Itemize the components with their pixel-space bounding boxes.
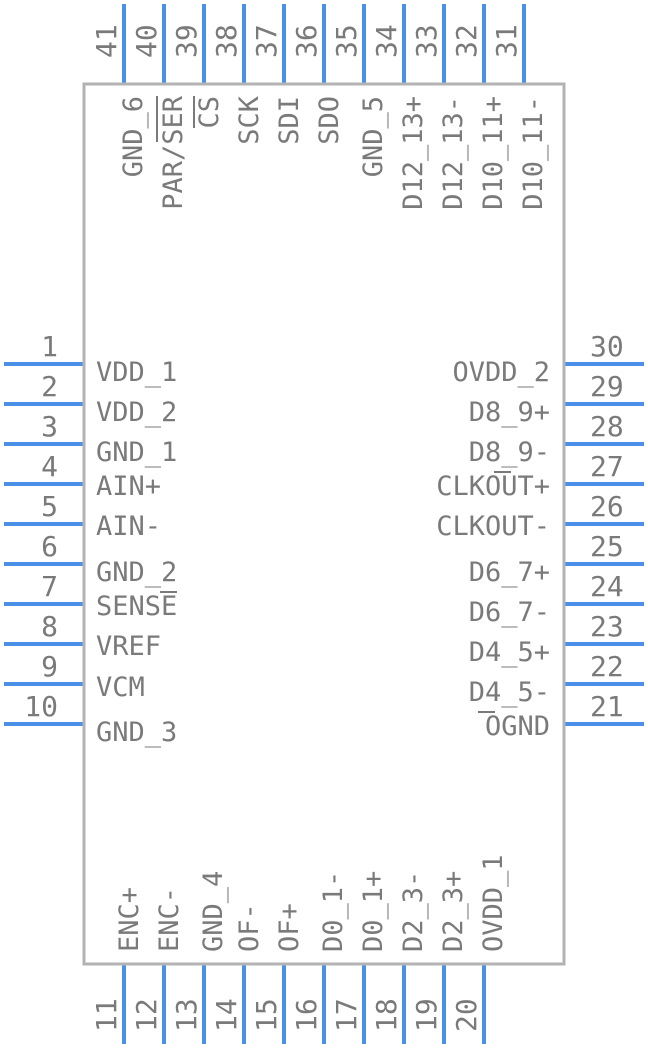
pin-number: 13: [170, 998, 203, 1032]
pin-number: 40: [130, 24, 163, 58]
pin-number: 10: [24, 690, 58, 723]
pin-label: GND_5: [358, 96, 389, 177]
pin-label: CS: [194, 96, 225, 129]
pin-number: 5: [41, 490, 58, 523]
pin-number: 36: [290, 24, 323, 58]
pin-label: D2_3+: [438, 871, 469, 952]
bottom-pin-labels: ENC+ ENC- GND_4 OF- OF+ D0_1- D0_1+ D2_3…: [114, 854, 509, 952]
pin-label: ENC+: [114, 887, 145, 952]
pin-label: PAR/SER: [158, 95, 189, 210]
pin-label: SDI: [274, 96, 305, 145]
pin-number: 38: [210, 24, 243, 58]
pin-label: D6_7+: [469, 557, 550, 588]
pin-label: OVDD_2: [452, 357, 550, 388]
pin-label: D6_7-: [469, 597, 550, 628]
pin-number: 16: [290, 998, 323, 1032]
pin-number: 3: [41, 410, 58, 443]
pin-label: CLKOUT+: [436, 471, 550, 502]
pin-number: 27: [590, 450, 624, 483]
pin-label: D8_9+: [469, 397, 550, 428]
pin-number: 31: [490, 24, 523, 58]
pin-number: 33: [410, 24, 443, 58]
pin-number: 26: [590, 490, 624, 523]
pin-number: 4: [41, 450, 58, 483]
pin-label: VCM: [96, 672, 145, 703]
pin-label: OF-: [234, 903, 265, 952]
pin-number: 12: [130, 998, 163, 1032]
pin-number: 24: [590, 570, 624, 603]
pin-number: 28: [590, 410, 624, 443]
pin-number: 17: [330, 998, 363, 1032]
pin-number: 39: [170, 24, 203, 58]
pin-number: 9: [41, 650, 58, 683]
pin-label: D4_5-: [469, 677, 550, 708]
top-pin-labels: GND_6 PAR/SER CS SCK SDI SDO GND_5 D12_1…: [118, 95, 549, 210]
pin-label: D12_13+: [398, 96, 429, 210]
pin-number: 37: [250, 24, 283, 58]
pin-label: D10_11-: [518, 96, 549, 210]
pin-number: 20: [450, 998, 483, 1032]
pin-number: 8: [41, 610, 58, 643]
top-pin-numbers: 41 40 39 38 37 36 35 34 33 32 31: [90, 24, 523, 58]
pin-number: 15: [250, 998, 283, 1032]
pin-label: GND_3: [96, 717, 177, 748]
component-body: [82, 82, 566, 966]
bottom-pin-numbers: 11 12 13 14 15 16 17 18 19 20: [90, 998, 483, 1032]
pin-number: 1: [41, 330, 58, 363]
pin-label: AIN-: [96, 511, 161, 542]
pin-number: 32: [450, 24, 483, 58]
left-pin-numbers: 1 2 3 4 5 6 7 8 9 10: [24, 330, 58, 723]
pin-label: SCK: [234, 95, 265, 145]
pin-label: D0_1+: [358, 871, 389, 952]
pin-label: OGND: [485, 711, 550, 742]
pin-number: 41: [90, 24, 123, 58]
pin-label: D12_13-: [438, 96, 469, 210]
pin-label: CLKOUT-: [436, 511, 550, 542]
pin-label: GND_6: [118, 96, 149, 177]
pin-label: VDD_2: [96, 397, 177, 428]
pin-number: 29: [590, 370, 624, 403]
right-pin-labels: OVDD_2 D8_9+ D8_9- CLKOUT+ CLKOUT- D6_7+…: [436, 357, 550, 742]
pin-lines: [4, 4, 644, 1044]
pin-number: 18: [370, 998, 403, 1032]
pin-label: OVDD_1: [478, 854, 509, 952]
pin-label: GND_4: [198, 871, 229, 952]
pin-label: AIN+: [96, 471, 161, 502]
pin-number: 22: [590, 650, 624, 683]
pin-number: 2: [41, 370, 58, 403]
pin-label: D10_11+: [478, 96, 509, 210]
pin-number: 23: [590, 610, 624, 643]
pin-label: VREF: [96, 631, 161, 662]
pin-label: SENSE: [96, 591, 177, 622]
pin-label: D8_9-: [469, 437, 550, 468]
pin-number: 34: [370, 24, 403, 58]
pin-number: 30: [590, 330, 624, 363]
pin-number: 25: [590, 530, 624, 563]
pin-number: 35: [330, 24, 363, 58]
pin-number: 11: [90, 998, 123, 1032]
pin-number: 19: [410, 998, 443, 1032]
pin-label: OF+: [274, 903, 305, 952]
right-pin-numbers: 30 29 28 27 26 25 24 23 22 21: [590, 330, 624, 723]
pin-label: GND_2: [96, 557, 177, 588]
pin-number: 21: [590, 690, 624, 723]
pin-label: GND_1: [96, 437, 177, 468]
left-pin-labels: VDD_1 VDD_2 GND_1 AIN+ AIN- GND_2 SENSE …: [96, 357, 177, 748]
pin-label: SDO: [314, 96, 345, 145]
pin-label: D4_5+: [469, 637, 550, 668]
pin-number: 14: [210, 998, 243, 1032]
pin-label: ENC-: [154, 887, 185, 952]
pin-number: 6: [41, 530, 58, 563]
pin-label: D2_3-: [398, 871, 429, 952]
pin-label: VDD_1: [96, 357, 177, 388]
pin-number: 7: [41, 570, 58, 603]
pin-label: D0_1-: [318, 871, 349, 952]
